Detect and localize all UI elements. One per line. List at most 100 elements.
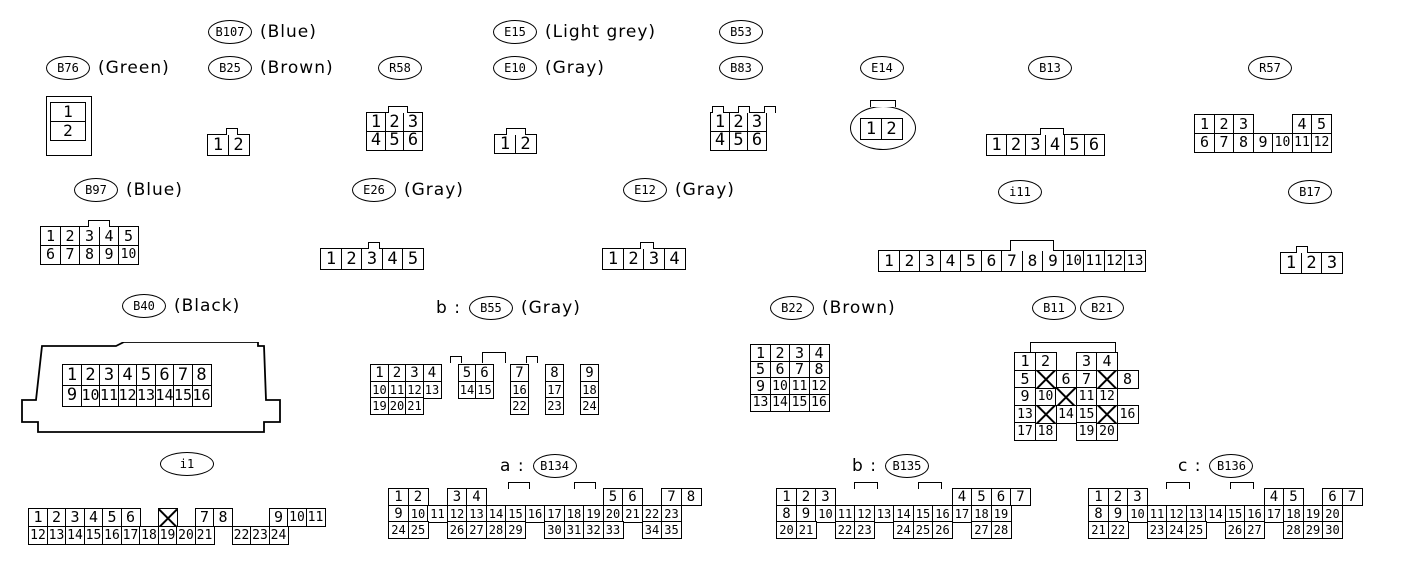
pin-cell: 7 xyxy=(173,364,193,386)
pin-cell: 2 xyxy=(384,112,405,132)
pin-cell: 3 xyxy=(65,508,85,527)
pin-cell: 21 xyxy=(405,397,424,415)
pin-cell: 5 xyxy=(728,130,749,151)
pin-cell: 10 xyxy=(1034,387,1057,406)
lock-tab xyxy=(854,482,878,489)
pin-cell: 1 xyxy=(28,508,48,527)
pin-cell: 6 xyxy=(990,488,1012,506)
connector-code-oval: R57 xyxy=(1248,56,1292,80)
pin-cell: 22 xyxy=(231,525,252,545)
pin-cell: 14 xyxy=(65,525,85,545)
pin-cell: 3 xyxy=(643,248,665,270)
pin-cell: 5 xyxy=(1283,488,1304,506)
pin-cell: 12 xyxy=(1103,250,1126,272)
label-r57: R57 xyxy=(1248,56,1292,80)
pin-gap xyxy=(544,488,565,506)
label-b53: B53 xyxy=(719,20,763,44)
pin-cell: 17 xyxy=(951,504,973,523)
pin-cell: 4 xyxy=(663,248,686,270)
pin-cell: 1 xyxy=(1194,114,1215,134)
pin-cell: 21 xyxy=(194,525,215,545)
pin-gap xyxy=(622,521,643,539)
pin-cell: 18 xyxy=(139,525,159,545)
pin-cell: 25 xyxy=(912,521,934,539)
pin-gap xyxy=(525,488,546,506)
pin-cell: 4 xyxy=(381,248,404,270)
pin-cell: 6 xyxy=(747,130,767,151)
pin-cell: 32 xyxy=(583,521,604,539)
pin-cell: 1 xyxy=(320,248,342,270)
pin-gap xyxy=(525,521,546,539)
pin-cell: 11 xyxy=(789,377,810,395)
connector-code-oval: B134 xyxy=(532,454,577,478)
connector-prefix: b : xyxy=(436,298,461,318)
pin-unused xyxy=(1096,404,1118,424)
pin-gap xyxy=(440,397,459,415)
pin-cell: 5 xyxy=(384,130,405,151)
pin-cell: 4 xyxy=(83,508,104,527)
pin-cell: 17 xyxy=(544,504,565,523)
lock-tab xyxy=(368,242,380,249)
pin-cell: 1 xyxy=(207,134,229,156)
pin-cell: 23 xyxy=(250,525,270,545)
pin-cell: 14 xyxy=(1055,404,1077,424)
pin-cell: 2 xyxy=(59,226,81,246)
connector-code-oval: E10 xyxy=(493,56,537,80)
label-i11: i11 xyxy=(998,180,1042,204)
pin-cell: 14 xyxy=(893,504,914,523)
pin-cell: 9 xyxy=(1107,504,1129,523)
connector-code-oval: B107 xyxy=(208,20,252,44)
pin-cell: 27 xyxy=(1244,521,1265,539)
pin-cell: 14 xyxy=(154,384,175,407)
pin-cell: 3 xyxy=(1127,488,1148,506)
pin-gap xyxy=(563,364,582,382)
pin-cell: 12 xyxy=(854,504,875,523)
pin-cell: 16 xyxy=(102,525,122,545)
pin-gap xyxy=(913,488,934,506)
pin-cell: 13 xyxy=(422,380,442,399)
pin-gap xyxy=(1055,352,1077,371)
label-i1: i1 xyxy=(160,452,214,476)
pin-cell: 19 xyxy=(157,525,178,545)
pin-cell: 12 xyxy=(1311,132,1332,153)
pin-cell: 1 xyxy=(860,118,882,140)
pin-cell: 18 xyxy=(563,504,585,523)
connector-code-oval: B55 xyxy=(468,296,513,320)
pin-cell: 1 xyxy=(602,248,624,270)
pin-cell: 9 xyxy=(388,504,409,523)
connector-color: (Brown) xyxy=(260,58,334,78)
label-e10: E10 (Gray) xyxy=(493,56,605,80)
pin-cell: 2 xyxy=(227,134,250,156)
b76-housing xyxy=(46,96,92,156)
pin-gap xyxy=(486,488,507,506)
pin-cell: 13 xyxy=(136,384,156,407)
connector-code-oval: E26 xyxy=(352,178,396,202)
connector-code-oval: B11 xyxy=(1032,296,1076,320)
pin-cell: 9 xyxy=(580,364,599,382)
pin-cell: 4 xyxy=(366,130,386,151)
pin-cell: 13 xyxy=(466,504,487,523)
b40-housing xyxy=(21,342,281,433)
connector-code-oval: R58 xyxy=(378,56,422,80)
pin-gap xyxy=(1244,488,1265,506)
pin-cell: 3 xyxy=(99,364,119,386)
pin-cell: 7 xyxy=(194,508,215,527)
pin-cell: 2 xyxy=(407,488,429,506)
pin-cell: 2 xyxy=(728,112,749,132)
connector-code-oval: B136 xyxy=(1209,454,1254,478)
pin-cell: 25 xyxy=(1185,521,1207,539)
pin-cell: 20 xyxy=(387,397,407,415)
connector-color: (Gray) xyxy=(545,58,605,78)
